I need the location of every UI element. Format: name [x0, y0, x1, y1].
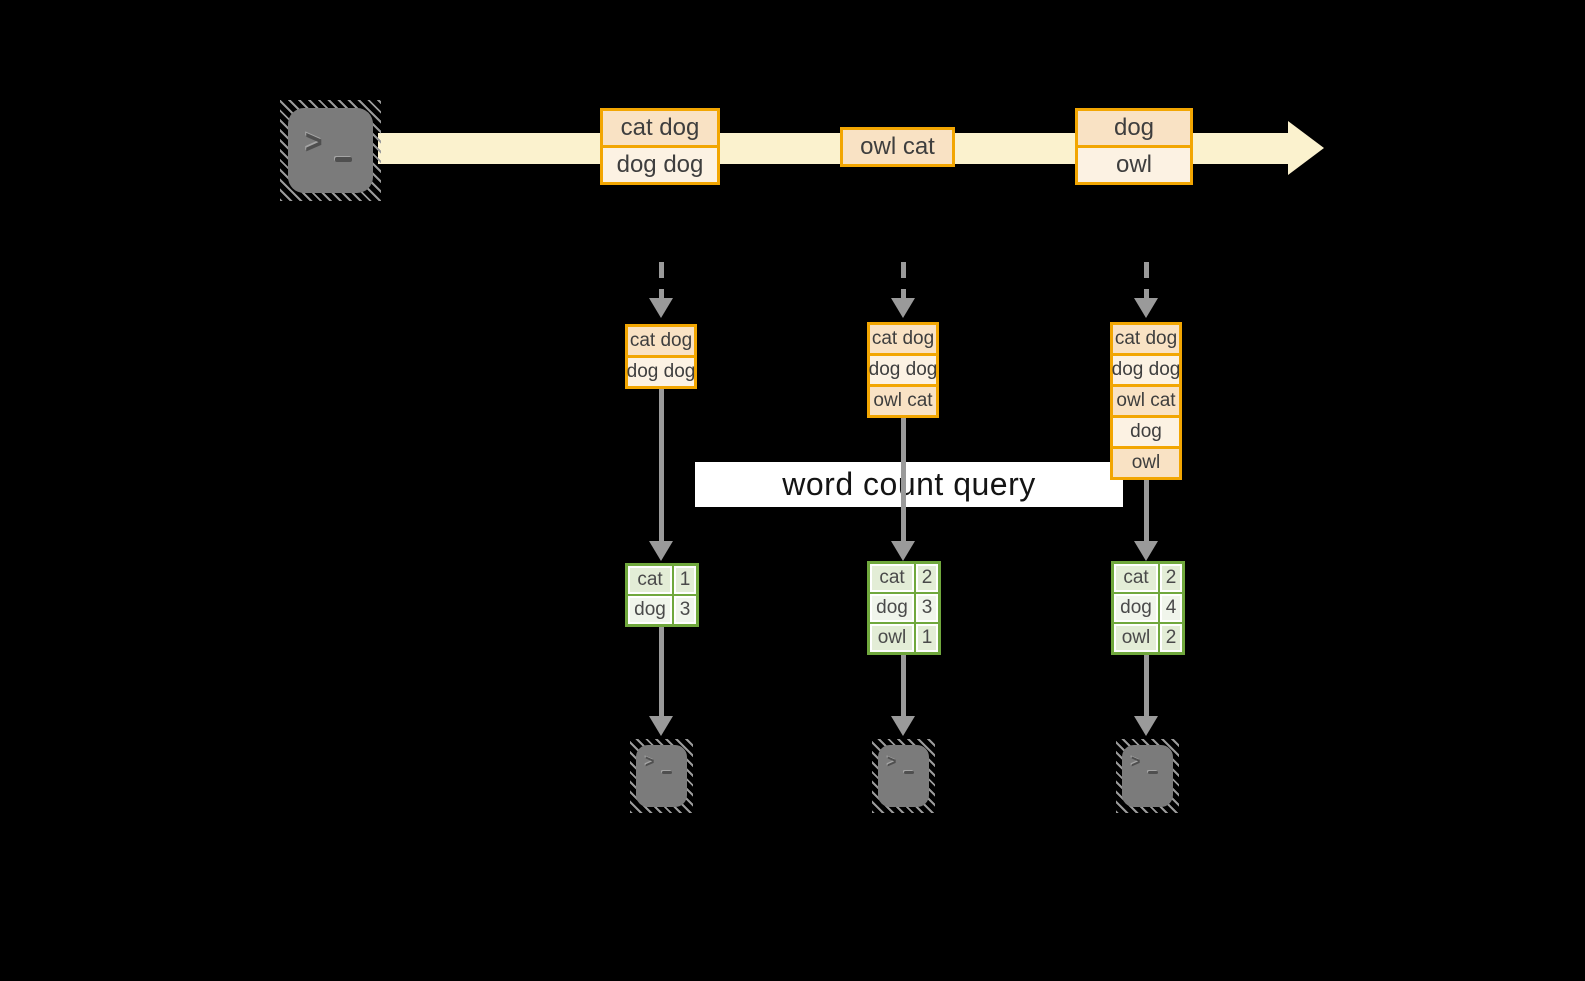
batch-line: owl	[1078, 148, 1190, 182]
word-cell: cat	[1114, 564, 1158, 592]
arrowhead	[1134, 716, 1158, 736]
word-cell: cat	[628, 566, 672, 594]
word-cell: dog	[1114, 594, 1158, 622]
dashed-arrow-line	[659, 262, 664, 300]
arrow-line	[901, 418, 906, 541]
state-line: owl cat	[870, 387, 936, 415]
arrowhead	[649, 298, 673, 318]
word-count-table: cat 2 dog 4 owl 2	[1111, 561, 1185, 655]
state-line: dog dog	[1112, 356, 1180, 384]
arrow-line	[1144, 655, 1149, 716]
arrowhead	[891, 298, 915, 318]
query-label: word count query	[782, 466, 1036, 502]
count-cell: 1	[674, 566, 696, 594]
terminal-icon: >	[872, 739, 935, 813]
terminal-icon-body: >	[636, 745, 687, 807]
terminal-icon: >	[630, 739, 693, 813]
stream-batch-box: owl cat	[840, 127, 955, 167]
terminal-cursor-icon	[662, 771, 672, 774]
dashed-arrow-line	[1144, 262, 1149, 300]
query-label-band: word count query	[695, 462, 1123, 507]
batch-line: dog dog	[603, 148, 717, 182]
arrowhead	[1134, 541, 1158, 561]
state-line: dog	[1113, 418, 1179, 446]
terminal-cursor-icon	[904, 771, 914, 774]
state-line: cat dog	[1113, 325, 1179, 353]
arrow-line	[901, 655, 906, 716]
terminal-cursor-icon	[335, 157, 352, 162]
terminal-prompt-icon: >	[887, 752, 897, 773]
state-line: cat dog	[870, 325, 936, 353]
count-cell: 2	[1160, 624, 1182, 652]
input-state-box: cat dog dog dog	[625, 324, 697, 389]
arrow-line	[1144, 480, 1149, 541]
count-cell: 2	[916, 564, 938, 592]
arrowhead	[891, 541, 915, 561]
count-cell: 1	[916, 624, 938, 652]
input-state-box: cat dog dog dog owl cat	[867, 322, 939, 418]
arrowhead	[649, 716, 673, 736]
stream-batch-box: cat dog dog dog	[600, 108, 720, 185]
stream-arrowhead	[1288, 121, 1324, 175]
stream-batch-box: dog owl	[1075, 108, 1193, 185]
state-line: cat dog	[628, 327, 694, 355]
batch-line: owl cat	[843, 130, 952, 164]
terminal-icon-body: >	[288, 108, 373, 193]
state-line: owl cat	[1113, 387, 1179, 415]
word-cell: owl	[1114, 624, 1158, 652]
word-count-table: cat 2 dog 3 owl 1	[867, 561, 941, 655]
word-count-table: cat 1 dog 3	[625, 563, 699, 627]
word-cell: owl	[870, 624, 914, 652]
terminal-prompt-icon: >	[305, 123, 323, 162]
batch-line: dog	[1078, 111, 1190, 145]
arrow-line	[659, 627, 664, 716]
word-cell: dog	[628, 596, 672, 624]
count-cell: 2	[1160, 564, 1182, 592]
terminal-cursor-icon	[1148, 771, 1158, 774]
arrowhead	[1134, 298, 1158, 318]
word-cell: cat	[870, 564, 914, 592]
terminal-prompt-icon: >	[1131, 752, 1141, 773]
count-cell: 3	[916, 594, 938, 622]
terminal-icon: >	[280, 100, 381, 201]
count-cell: 4	[1160, 594, 1182, 622]
state-line: dog dog	[627, 358, 695, 386]
arrow-line	[659, 389, 664, 541]
word-cell: dog	[870, 594, 914, 622]
state-line: owl	[1113, 449, 1179, 477]
arrowhead	[649, 541, 673, 561]
terminal-prompt-icon: >	[645, 752, 655, 773]
terminal-icon-body: >	[878, 745, 929, 807]
dashed-arrow-line	[901, 262, 906, 300]
count-cell: 3	[674, 596, 696, 624]
batch-line: cat dog	[603, 111, 717, 145]
terminal-icon: >	[1116, 739, 1179, 813]
state-line: dog dog	[869, 356, 937, 384]
terminal-icon-body: >	[1122, 745, 1173, 807]
input-state-box: cat dog dog dog owl cat dog owl	[1110, 322, 1182, 480]
arrowhead	[891, 716, 915, 736]
